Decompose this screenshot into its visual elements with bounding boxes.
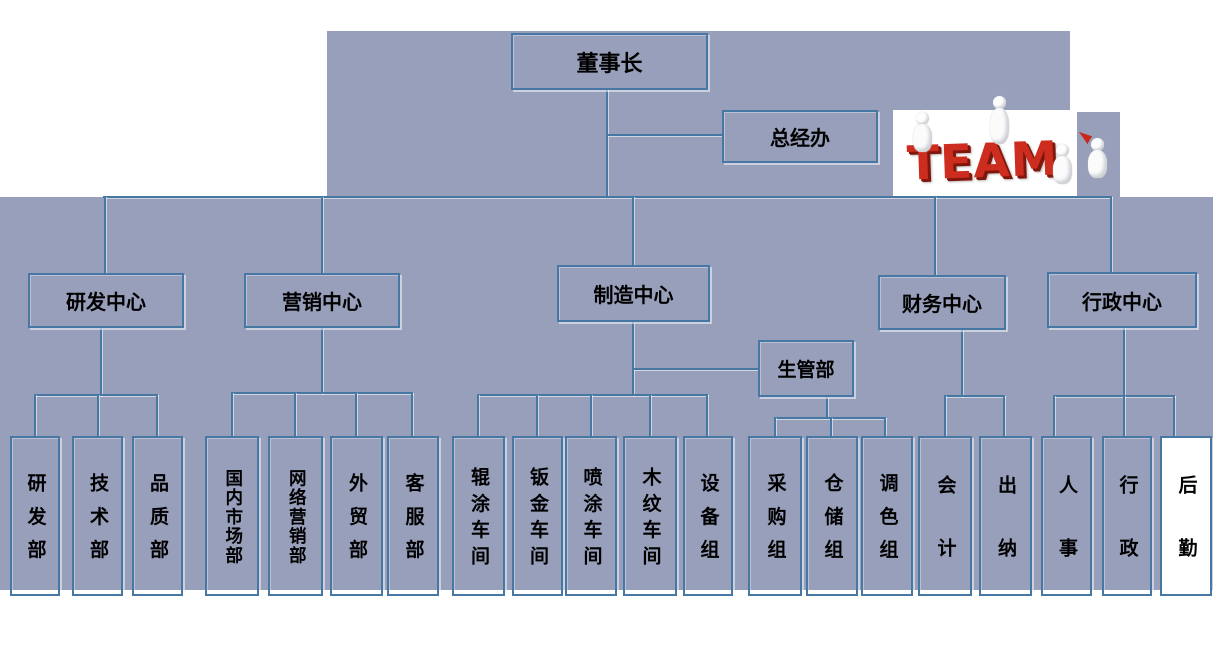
connector [34, 394, 36, 436]
connector [1173, 395, 1175, 436]
main-background-panel [0, 197, 1213, 590]
org-box-admin: 行政 [1102, 436, 1152, 601]
org-box-label: 营销中心 [282, 290, 362, 314]
org-box-cashier: 出纳 [979, 436, 1032, 601]
org-box-marketing-center: 营销中心 [244, 273, 400, 328]
connector [411, 392, 413, 436]
org-box-label: 调色组 [876, 473, 899, 573]
org-box-rd-center: 研发中心 [28, 273, 184, 328]
connector [649, 394, 651, 436]
connector [830, 417, 832, 436]
org-box-manufacturing-center: 制造中心 [557, 265, 710, 322]
org-box-label: 后勤 [1175, 475, 1198, 601]
org-box-sheet-metal-workshop: 钣金车间 [512, 436, 563, 596]
connector [1053, 395, 1055, 436]
org-box-roller-coating-workshop: 辊涂车间 [452, 436, 505, 596]
connector [97, 394, 99, 436]
connector [884, 417, 886, 436]
org-box-tech-dept: 技术部 [72, 436, 123, 596]
connector [606, 88, 608, 197]
org-box-label: 外贸部 [346, 473, 368, 573]
org-box-label: 国内市场部 [222, 468, 243, 565]
org-box-label: 仓储组 [821, 473, 844, 573]
connector [321, 328, 323, 394]
connector [355, 392, 357, 436]
org-box-hr: 人事 [1041, 436, 1092, 601]
org-box-finance-center: 财务中心 [878, 275, 1006, 330]
org-box-label: 技术部 [87, 473, 109, 573]
connector [1053, 395, 1175, 397]
org-box-gm-office: 总经办 [722, 110, 878, 163]
org-box-label: 董事长 [576, 50, 643, 77]
org-box-admin-center: 行政中心 [1047, 272, 1197, 328]
org-box-label: 研发中心 [66, 290, 146, 314]
connector [826, 397, 828, 418]
background-cutout-top-right [1070, 0, 1224, 112]
connector [944, 395, 946, 436]
connector [633, 368, 758, 370]
org-box-chairman: 董事长 [511, 33, 708, 90]
org-box-label: 行政中心 [1082, 289, 1162, 314]
connector [103, 196, 1112, 198]
connector [321, 196, 323, 273]
org-box-label: 设备组 [697, 473, 720, 573]
org-box-label: 木纹车间 [639, 467, 662, 573]
connector [100, 328, 102, 396]
org-box-wood-grain-workshop: 木纹车间 [623, 436, 677, 596]
connector [590, 394, 592, 436]
org-box-label: 制造中心 [593, 283, 674, 307]
org-box-logistics: 后勤 [1160, 436, 1212, 601]
org-box-equipment-group: 设备组 [683, 436, 733, 596]
org-box-online-marketing-dept: 网络营销部 [268, 436, 323, 596]
org-box-label: 出纳 [995, 475, 1017, 601]
connector [231, 392, 413, 394]
org-box-warehouse-group: 仓储组 [806, 436, 858, 596]
background-cutout-team [893, 110, 1077, 196]
org-box-label: 喷涂车间 [580, 467, 603, 573]
connector [934, 196, 936, 275]
org-box-label: 采购组 [764, 473, 787, 573]
connector [774, 417, 776, 436]
connector [34, 394, 158, 396]
org-box-purchasing-group: 采购组 [748, 436, 802, 596]
org-box-label: 辊涂车间 [468, 467, 490, 573]
org-box-accounting: 会计 [918, 436, 972, 601]
connector [961, 330, 963, 397]
connector [632, 196, 634, 265]
connector [706, 394, 708, 436]
org-box-production-mgmt: 生管部 [758, 340, 854, 397]
org-box-label: 人事 [1056, 475, 1078, 601]
org-box-label: 生管部 [777, 359, 835, 381]
connector [1123, 327, 1125, 397]
connector [1123, 395, 1125, 436]
connector [944, 395, 1005, 397]
connector [1110, 196, 1112, 272]
connector [477, 394, 708, 396]
org-box-label: 总经办 [770, 126, 830, 150]
org-box-label: 研发部 [24, 473, 47, 573]
connector [231, 392, 233, 436]
org-box-label: 钣金车间 [527, 467, 549, 573]
org-box-customer-service-dept: 客服部 [387, 436, 439, 596]
connector [536, 394, 538, 436]
org-box-domestic-market-dept: 国内市场部 [205, 436, 259, 596]
org-box-color-mixing-group: 调色组 [861, 436, 913, 596]
org-box-label: 客服部 [402, 473, 425, 573]
org-box-label: 网络营销部 [286, 468, 307, 565]
connector [477, 394, 479, 436]
connector [632, 322, 634, 396]
connector [1003, 395, 1005, 436]
connector [607, 134, 722, 136]
org-box-spray-coating-workshop: 喷涂车间 [565, 436, 617, 596]
connector [156, 394, 158, 436]
connector [294, 392, 296, 436]
connector [104, 196, 106, 273]
org-box-label: 会计 [934, 475, 957, 601]
org-box-label: 行政 [1116, 475, 1139, 601]
org-box-label: 品质部 [147, 473, 169, 573]
org-box-label: 财务中心 [902, 292, 982, 316]
org-box-foreign-trade-dept: 外贸部 [330, 436, 383, 596]
org-box-quality-dept: 品质部 [132, 436, 183, 596]
org-box-rd-dept: 研发部 [10, 436, 60, 596]
